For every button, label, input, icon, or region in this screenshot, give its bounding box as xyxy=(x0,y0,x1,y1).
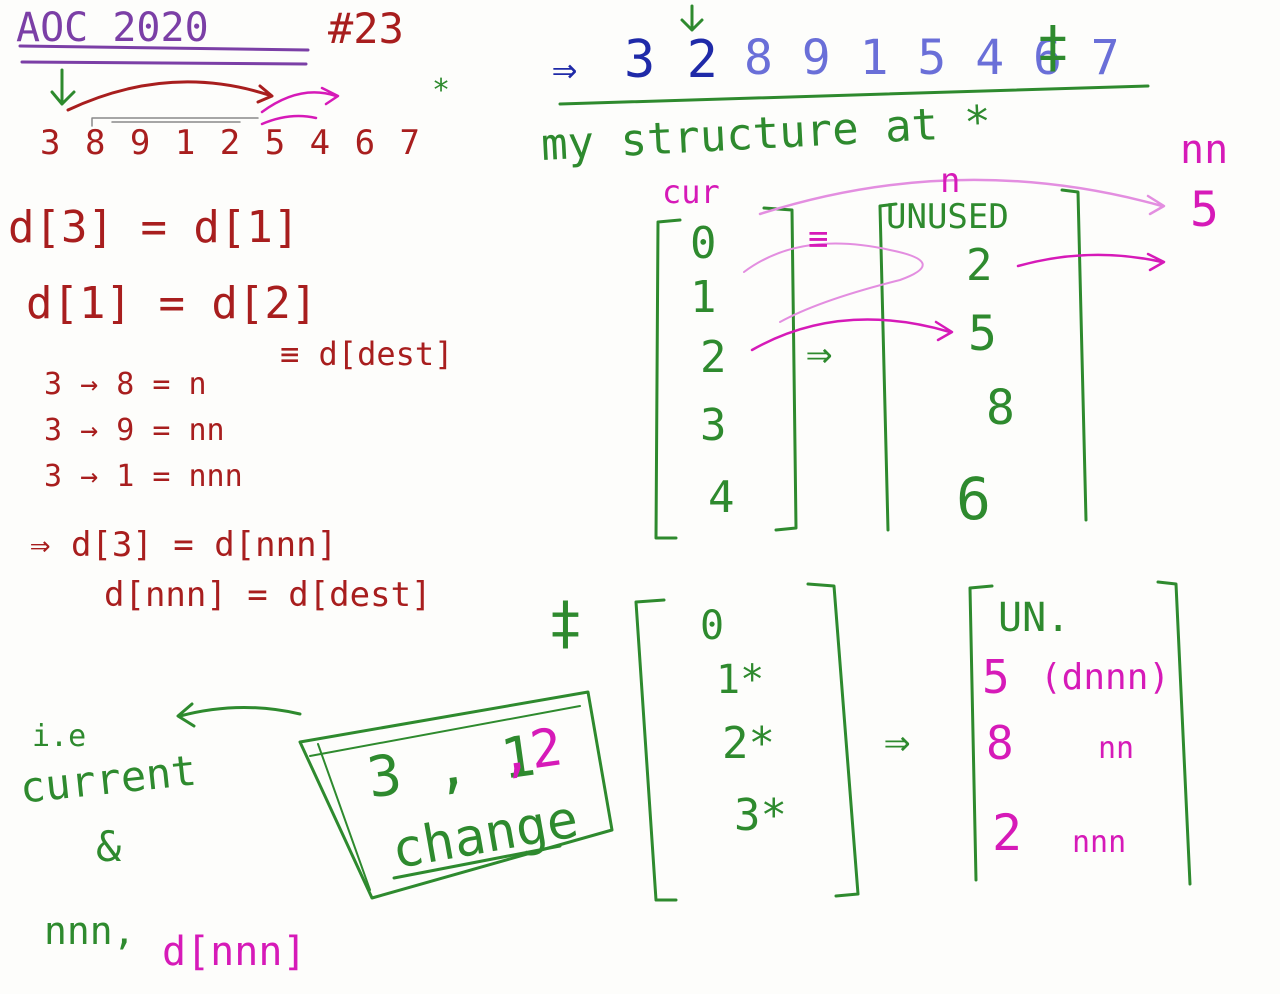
equiv-sign: ≡ xyxy=(808,219,829,259)
bottom-index-2: 2* xyxy=(722,718,775,769)
value-2: 5 xyxy=(968,306,997,362)
nn-value: 5 xyxy=(1190,182,1219,238)
box-number-2: ,2 xyxy=(495,717,566,786)
result-1: ⇒ d[3] = d[nnn] xyxy=(30,525,338,565)
title-aoc: AOC 2020 xyxy=(16,5,209,51)
bottom-implies: ⇒ xyxy=(884,716,911,767)
structure-heading: my structure at * xyxy=(539,96,993,171)
nnn-label: nnn, xyxy=(44,909,136,953)
amp-label: & xyxy=(96,822,122,871)
relation-nn: 3 → 9 = nn xyxy=(44,413,225,448)
bottom-value-3: 2 xyxy=(992,804,1023,862)
bottom-note-3: nnn xyxy=(1072,825,1127,860)
result-2: d[nnn] = d[dest] xyxy=(104,575,432,615)
equation-2-dest: ≡ d[dest] xyxy=(280,335,454,373)
index-3: 3 xyxy=(700,400,727,451)
seq-dagger: ‡ xyxy=(1036,15,1070,80)
sequence: 3 8 9 1 2 5 4 6 7 xyxy=(40,123,422,163)
bottom-index-3: 3* xyxy=(734,790,787,841)
index-0: 0 xyxy=(690,218,717,269)
value-1: 2 xyxy=(966,240,993,291)
bottom-note-2: nn xyxy=(1098,731,1135,766)
value-3: 8 xyxy=(986,380,1015,436)
star-mark: * xyxy=(432,73,451,108)
value-4: 6 xyxy=(956,465,991,533)
equation-2: d[1] = d[2] xyxy=(26,278,318,329)
bottom-value-2: 8 xyxy=(986,716,1014,770)
title-day: #23 xyxy=(328,4,404,53)
dnnn-label: d[nnn] xyxy=(162,929,307,975)
bottom-note-1: (dnnn) xyxy=(1040,657,1171,698)
bottom-dagger: ‡ xyxy=(548,589,583,657)
bottom-index-1: 1* xyxy=(716,657,765,703)
bottom-index-0: 0 xyxy=(700,603,725,649)
bottom-value-0: UN. xyxy=(998,595,1071,641)
ie-label: i.e xyxy=(32,719,87,754)
relation-n: 3 → 8 = n xyxy=(44,367,207,402)
equation-1: d[3] = d[1] xyxy=(8,202,300,253)
seq-arrow: ⇒ xyxy=(552,44,578,93)
index-2: 2 xyxy=(700,332,727,383)
current-label: current xyxy=(17,745,199,813)
seq-rest: 8 9 1 5 4 6 7 xyxy=(744,30,1120,86)
implies-sign: ⇒ xyxy=(806,328,833,379)
cur-label: cur xyxy=(662,173,720,211)
n-label: n xyxy=(940,161,961,201)
box-change: change xyxy=(387,789,583,882)
nn-label: nn xyxy=(1180,127,1229,173)
seq-current: 3 2 xyxy=(624,30,718,90)
value-0: UNUSED xyxy=(886,197,1009,237)
index-4: 4 xyxy=(708,472,735,523)
relation-nnn: 3 → 1 = nnn xyxy=(44,459,243,494)
bottom-value-1: 5 xyxy=(982,650,1010,704)
index-1: 1 xyxy=(690,272,717,323)
